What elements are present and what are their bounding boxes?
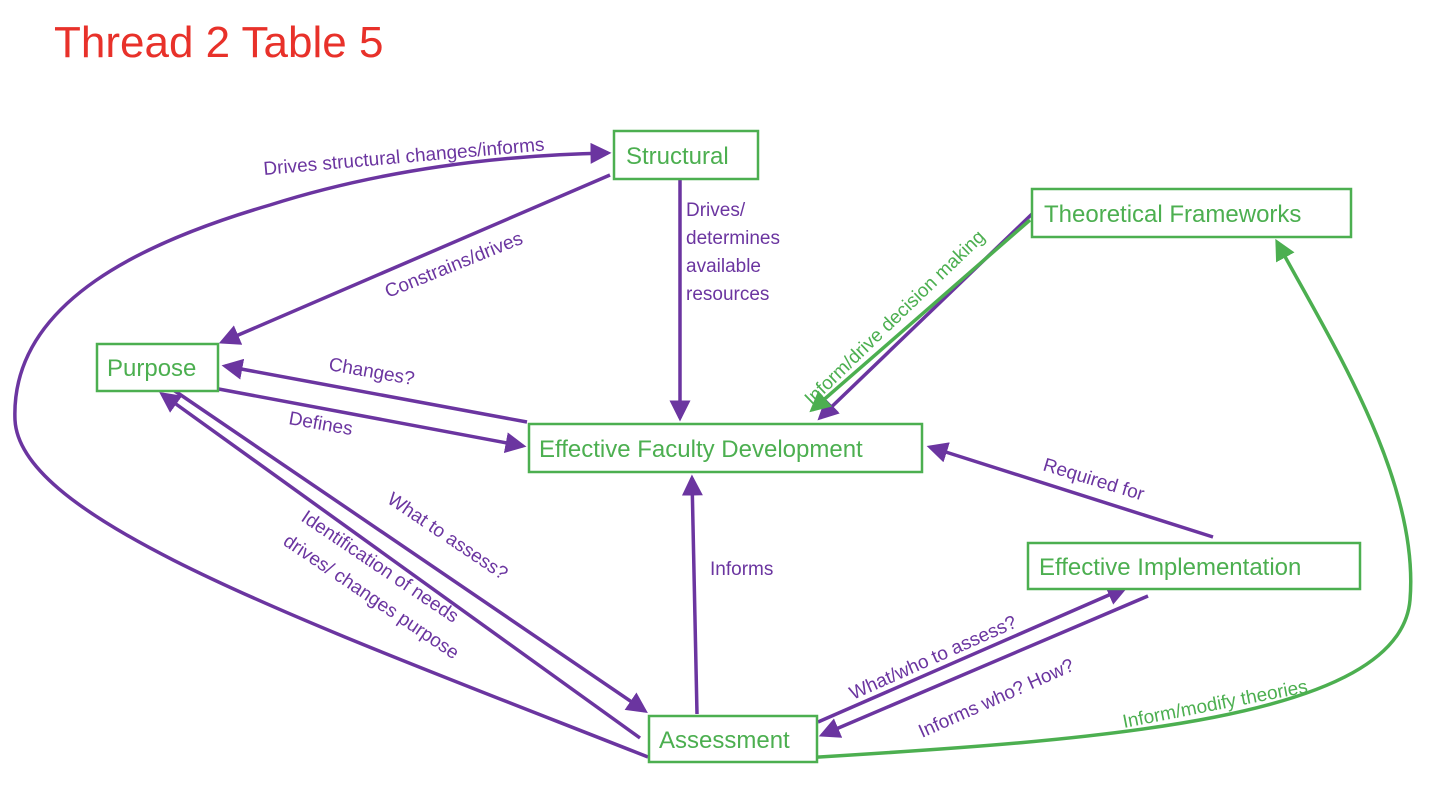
label-drives-resources-4: resources bbox=[686, 284, 769, 305]
node-efd-label: Effective Faculty Development bbox=[539, 436, 863, 463]
edge-purpose-to-assessment bbox=[171, 387, 648, 713]
edge-assessment-to-structural bbox=[13, 142, 649, 759]
label-informs: Informs bbox=[710, 559, 773, 580]
edge-implementation-to-efd bbox=[926, 442, 1214, 539]
edge-assessment-to-theoretical bbox=[802, 238, 1413, 760]
edge-assessment-to-efd bbox=[681, 474, 703, 715]
edge-efd-to-purpose bbox=[221, 358, 528, 424]
edge-implementation-to-assessment bbox=[818, 594, 1149, 738]
label-drives-resources-2: determines bbox=[686, 228, 780, 249]
node-purpose: Purpose bbox=[95, 342, 220, 393]
node-purpose-label: Purpose bbox=[107, 355, 196, 382]
node-theoretical-frameworks: Theoretical Frameworks bbox=[1030, 187, 1353, 239]
node-effective-implementation: Effective Implementation bbox=[1026, 541, 1362, 591]
edge-structural-to-purpose bbox=[218, 173, 611, 345]
node-structural: Structural bbox=[612, 129, 760, 181]
edge-assessment-to-purpose bbox=[159, 391, 642, 740]
label-drives-resources-1: Drives/ bbox=[686, 200, 746, 221]
edge-theoretical-to-efd-green bbox=[809, 218, 1032, 413]
node-structural-label: Structural bbox=[626, 143, 729, 170]
node-effective-faculty-development: Effective Faculty Development bbox=[527, 422, 924, 474]
label-inform-modify: Inform/modify theories bbox=[1121, 676, 1310, 732]
slide-title: Thread 2 Table 5 bbox=[54, 18, 384, 67]
label-inform-drive: Inform/drive decision making bbox=[801, 227, 990, 410]
node-assessment-label: Assessment bbox=[659, 727, 790, 754]
label-changes: Changes? bbox=[327, 354, 416, 390]
label-drives-resources-3: available bbox=[686, 256, 761, 277]
node-implementation-label: Effective Implementation bbox=[1039, 554, 1301, 581]
node-assessment: Assessment bbox=[647, 714, 819, 764]
edge-purpose-to-efd bbox=[207, 385, 527, 454]
edge-assessment-to-implementation bbox=[817, 585, 1129, 724]
node-theoretical-label: Theoretical Frameworks bbox=[1044, 201, 1301, 228]
